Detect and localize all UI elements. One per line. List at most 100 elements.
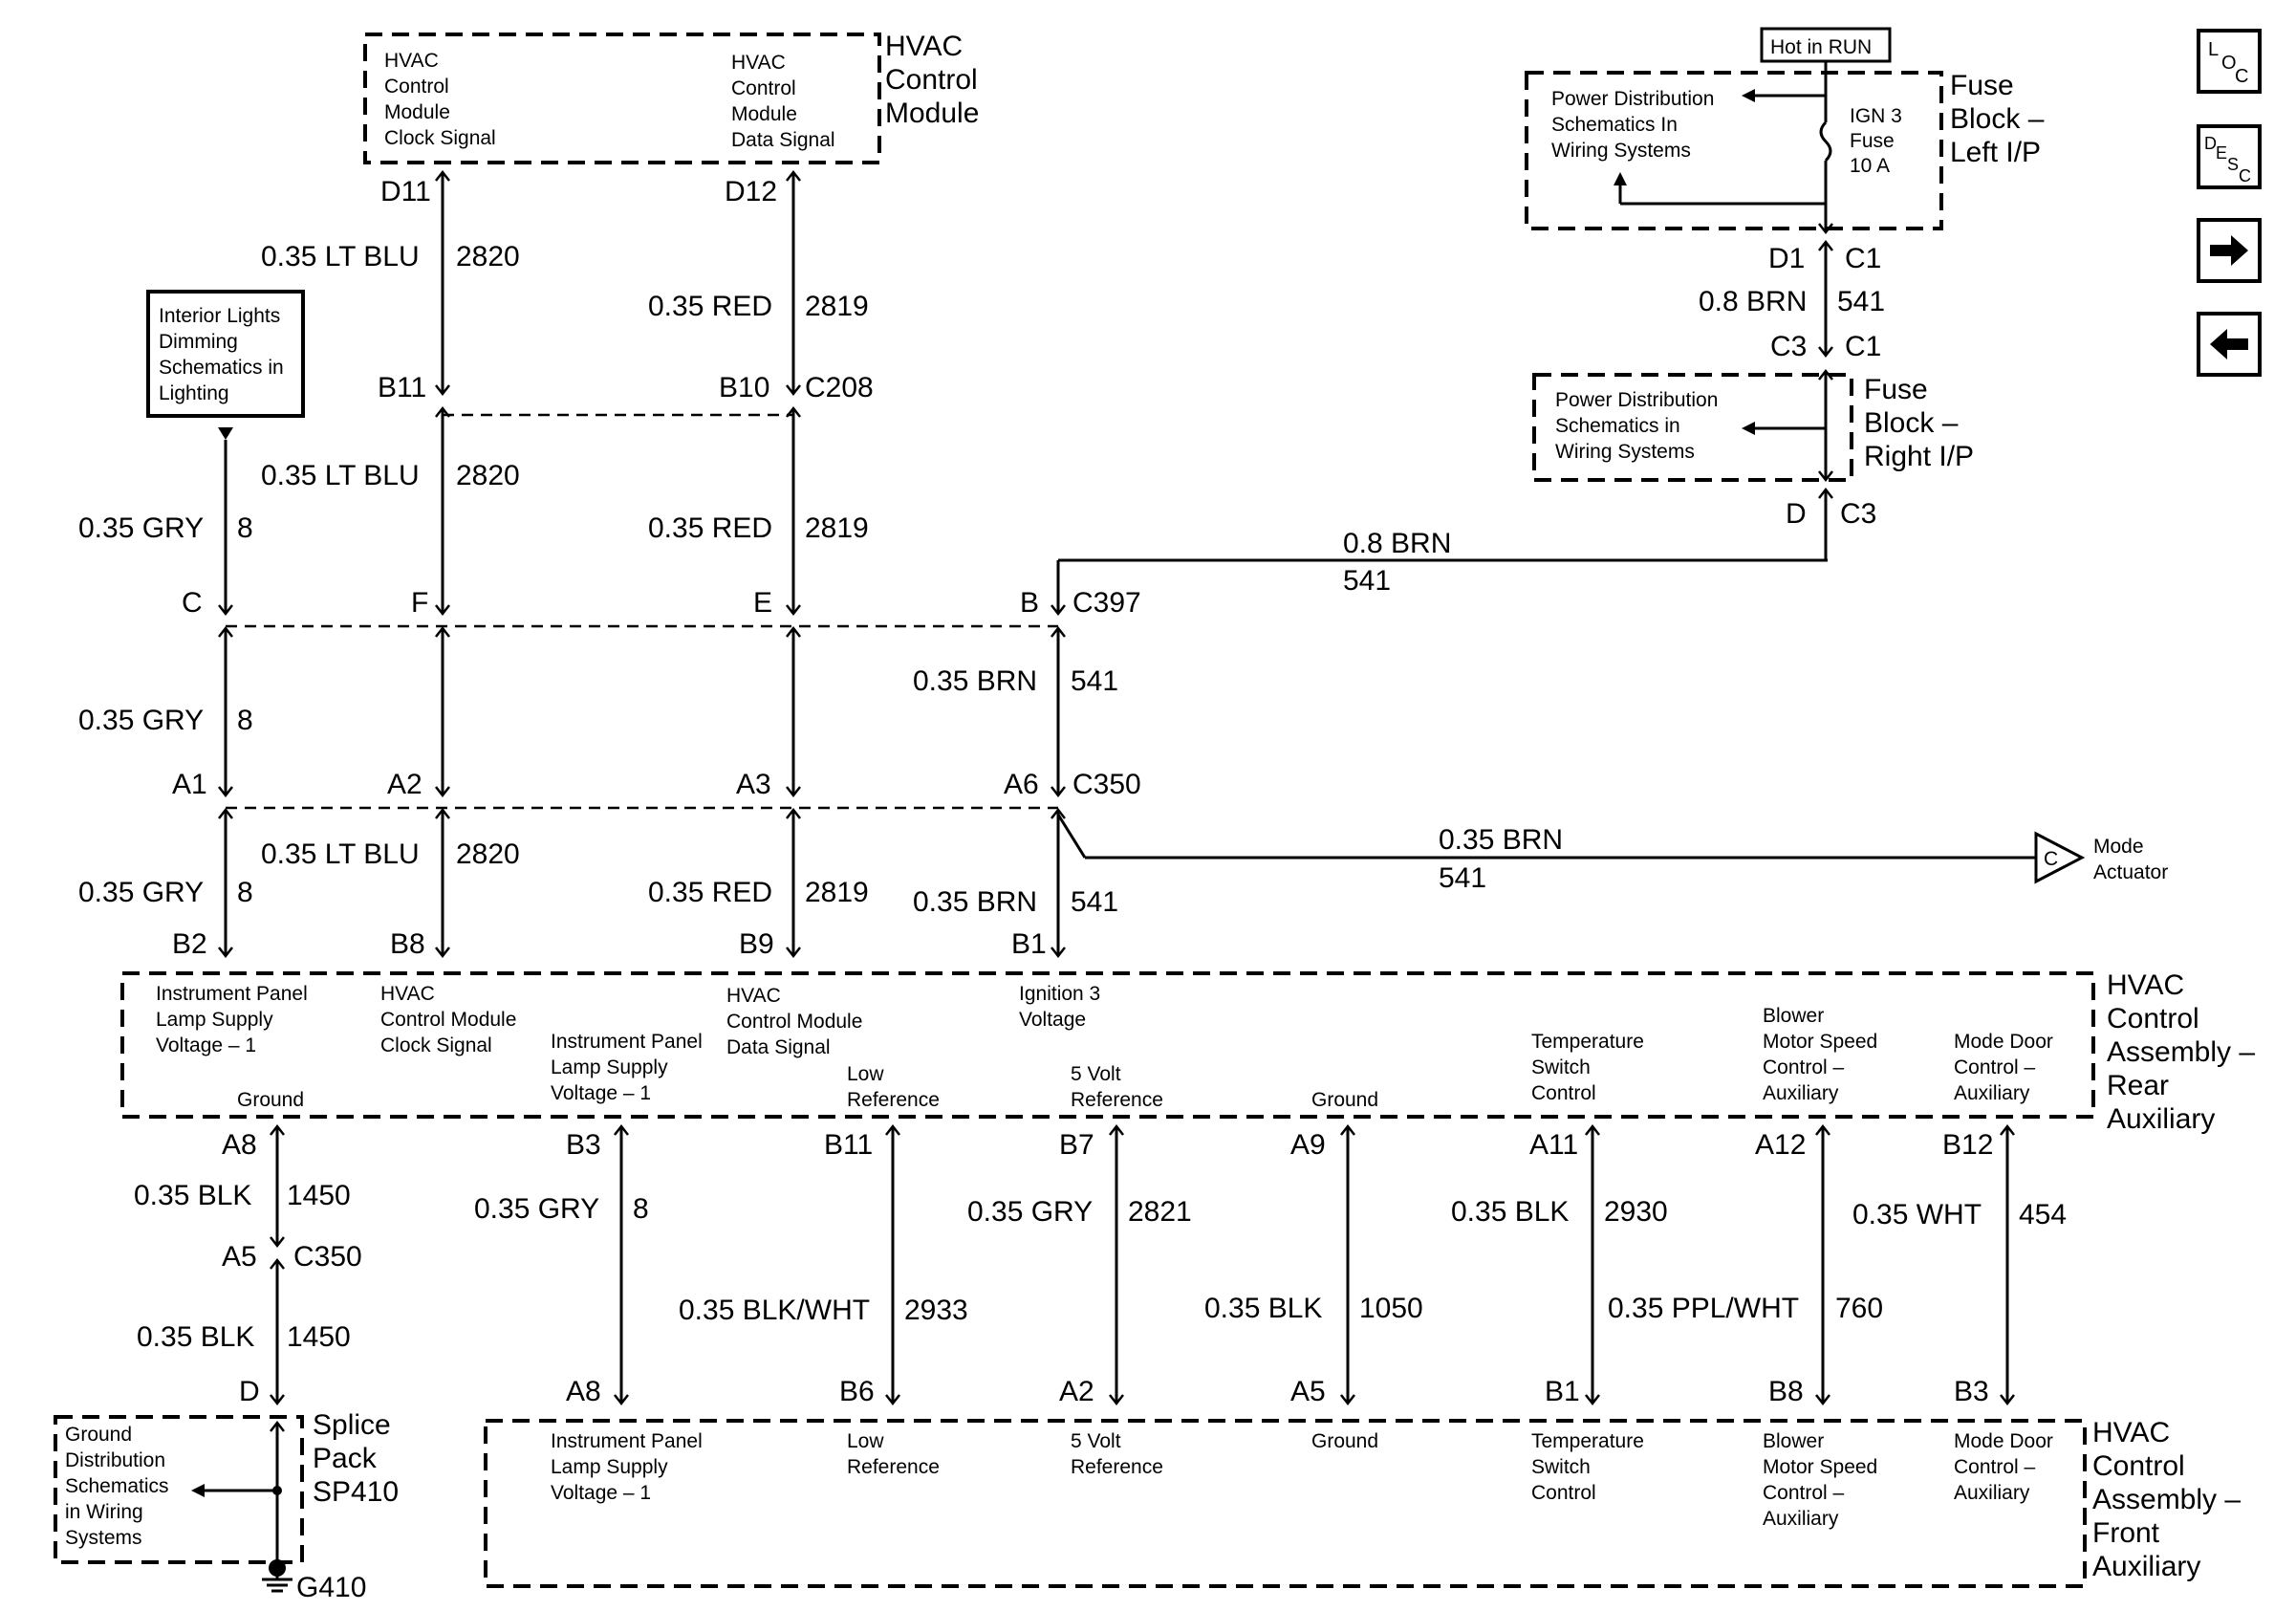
label-gry-3: 0.35 GRY [78, 877, 204, 908]
pin-fa5: A5 [1290, 1376, 1326, 1407]
loc-button[interactable]: L O C [2197, 29, 2262, 94]
svg-text:Instrument Panel: Instrument Panel [551, 1430, 703, 1452]
label-8-1: 8 [237, 512, 253, 544]
svg-text:Control: Control [2092, 1450, 2185, 1482]
interior-lights-ref-box [146, 290, 305, 418]
svg-text:HVAC: HVAC [2092, 1417, 2170, 1448]
svg-text:Lamp Supply: Lamp Supply [551, 1056, 668, 1078]
pin-b8: B8 [390, 928, 425, 960]
svg-text:Control –: Control – [1954, 1056, 2036, 1078]
svg-text:Schematics in: Schematics in [159, 357, 284, 379]
label-1450-2: 1450 [287, 1321, 351, 1353]
desc-button[interactable]: D E S C [2197, 124, 2262, 189]
label-541-2: 541 [1071, 665, 1118, 697]
svg-text:Control: Control [1531, 1082, 1596, 1104]
wire-lt-blu-2820 [434, 170, 451, 958]
hvac-front-assembly-box [484, 1419, 2087, 1588]
svg-text:S: S [2227, 155, 2239, 174]
ground-icon [262, 1568, 292, 1593]
fuse-block-right-title: Fuse Block – Right I/P [1864, 374, 1974, 472]
pin-f: F [411, 587, 428, 619]
pin-b9: B9 [739, 928, 774, 960]
pin-rb7: B7 [1059, 1129, 1094, 1161]
label-2819-3: 2819 [805, 877, 869, 908]
ground-distribution-ref-label: Ground Distribution Schematics in Wiring… [65, 1424, 169, 1549]
pin-fb8: B8 [1768, 1376, 1804, 1407]
svg-text:Ground: Ground [1311, 1089, 1378, 1111]
svg-text:Distribution: Distribution [65, 1449, 165, 1471]
svg-text:Module: Module [384, 101, 450, 123]
svg-text:C: C [2239, 166, 2251, 185]
svg-text:Mode Door: Mode Door [1954, 1430, 2053, 1452]
pin-b2: B2 [172, 928, 207, 960]
svg-text:Data Signal: Data Signal [726, 1036, 831, 1058]
svg-text:Voltage – 1: Voltage – 1 [551, 1082, 651, 1104]
hvac-rear-assembly-box [120, 971, 2095, 1119]
label-541-mode: 541 [1439, 862, 1486, 894]
label-brn-2: 0.35 BRN [913, 665, 1037, 697]
lower-wires [269, 1124, 2016, 1405]
svg-text:HVAC: HVAC [2107, 969, 2184, 1001]
svg-text:C: C [2235, 66, 2248, 87]
svg-text:Voltage: Voltage [1019, 1009, 1086, 1031]
pin-b1: B1 [1011, 928, 1047, 960]
label-gry-4: 0.35 GRY [474, 1193, 599, 1225]
svg-text:D: D [2204, 134, 2217, 153]
svg-text:Instrument Panel: Instrument Panel [156, 983, 308, 1005]
fuse-left-pd-label: Power Distribution Schematics In Wiring … [1551, 88, 1714, 162]
label-blk-1: 0.35 BLK [134, 1180, 251, 1211]
svg-text:Reference: Reference [1071, 1089, 1163, 1111]
rear-pin-labels: Instrument Panel Lamp Supply Voltage – 1… [156, 983, 2053, 1111]
svg-text:Control –: Control – [1954, 1456, 2036, 1478]
svg-text:Low: Low [847, 1430, 884, 1452]
pin-rb3: B3 [566, 1129, 601, 1161]
connector-c1b-label: C1 [1845, 331, 1881, 362]
previous-page-button[interactable] [2197, 312, 2262, 377]
label-1450-1: 1450 [287, 1180, 351, 1211]
pin-fb3: B3 [1954, 1376, 1989, 1407]
label-lt-blu-1: 0.35 LT BLU [261, 241, 420, 272]
pin-b: B [1020, 587, 1039, 619]
svg-text:Module: Module [885, 98, 979, 129]
svg-text:L: L [2208, 39, 2219, 60]
label-gry-5: 0.35 GRY [967, 1196, 1093, 1228]
label-blk-2: 0.35 BLK [137, 1321, 254, 1353]
fuse-block-left-box [1525, 71, 1943, 230]
pin-e: E [753, 587, 772, 619]
label-541-3: 541 [1071, 886, 1118, 918]
svg-text:Ignition 3: Ignition 3 [1019, 983, 1100, 1005]
connector-c1-label: C1 [1845, 243, 1881, 274]
right-arrow-icon [2210, 235, 2248, 266]
mode-actuator-label-2: Actuator [2093, 861, 2168, 883]
svg-text:Wiring Systems: Wiring Systems [1551, 140, 1691, 162]
label-blk-4: 0.35 BLK [1451, 1196, 1569, 1228]
pin-d11: D11 [380, 176, 431, 207]
svg-text:5 Volt: 5 Volt [1071, 1430, 1121, 1452]
svg-text:Motor Speed: Motor Speed [1763, 1456, 1877, 1478]
pin-fa8: A8 [566, 1376, 601, 1407]
connector-c208-label: C208 [805, 372, 874, 403]
svg-text:Control –: Control – [1763, 1056, 1845, 1078]
label-8-4: 8 [633, 1193, 649, 1225]
svg-text:Fuse: Fuse [1850, 130, 1895, 152]
svg-text:Systems: Systems [65, 1527, 142, 1549]
next-page-button[interactable] [2197, 218, 2262, 283]
svg-text:Lamp Supply: Lamp Supply [551, 1456, 668, 1478]
svg-text:HVAC: HVAC [380, 983, 435, 1005]
label-1050: 1050 [1359, 1293, 1423, 1324]
svg-text:Switch: Switch [1531, 1056, 1591, 1078]
hvac-control-module-title: HVAC Control Module [885, 31, 979, 129]
svg-text:Control Module: Control Module [726, 1011, 862, 1033]
pin-rb12: B12 [1942, 1129, 1993, 1161]
fuse-block-left-title: Fuse Block – Left I/P [1950, 70, 2045, 168]
pin-c: C [182, 587, 203, 619]
svg-text:Low: Low [847, 1063, 884, 1085]
splice-pack-box [54, 1415, 304, 1564]
svg-text:Schematics in: Schematics in [1555, 415, 1680, 437]
pin-fb1: B1 [1545, 1376, 1580, 1407]
svg-text:Power Distribution: Power Distribution [1551, 88, 1714, 110]
svg-text:Data Signal: Data Signal [731, 129, 835, 151]
mode-actuator-c: C [2044, 848, 2058, 870]
label-brn08-fuse: 0.8 BRN [1699, 286, 1807, 317]
